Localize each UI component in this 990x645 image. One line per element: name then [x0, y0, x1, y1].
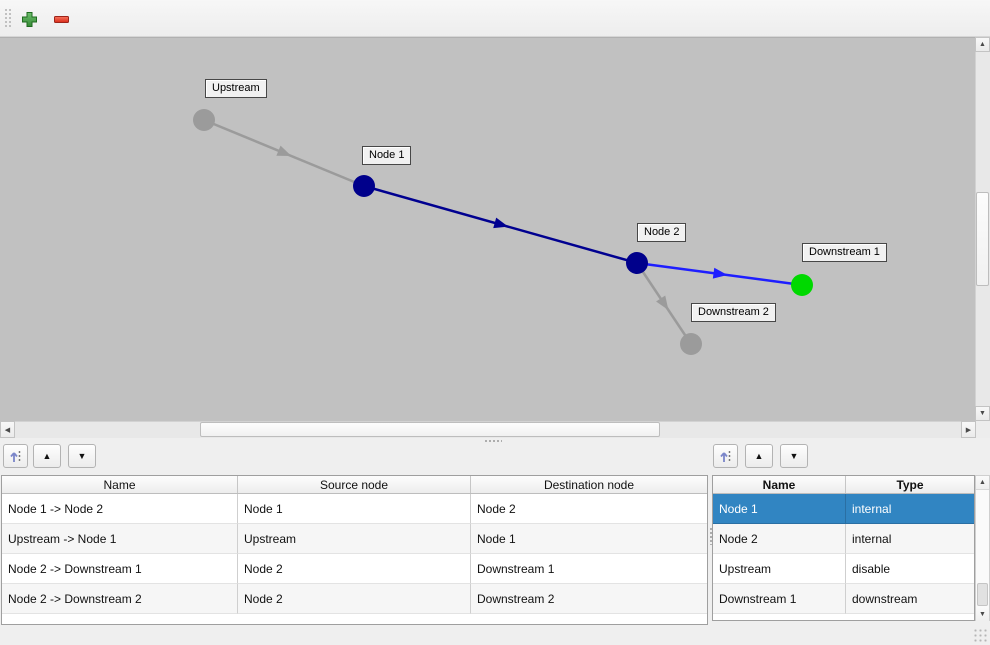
table-cell: Downstream 1 — [471, 554, 707, 584]
edge-arrow-icon — [656, 295, 669, 311]
column-header[interactable]: Name — [713, 476, 846, 493]
hscroll-thumb[interactable] — [200, 422, 660, 437]
table-cell: Node 2 -> Downstream 2 — [2, 584, 238, 614]
graph-svg — [193, 109, 813, 355]
node-move-up-button[interactable]: ▲ — [745, 444, 773, 468]
table-cell: Upstream -> Node 1 — [2, 524, 238, 554]
table-cell: Upstream — [713, 554, 846, 584]
column-header[interactable]: Destination node — [543, 477, 635, 492]
window-resize-grip[interactable] — [974, 629, 988, 643]
graph-node[interactable] — [680, 333, 702, 355]
toolbar-grip[interactable] — [4, 8, 12, 29]
sort-ascending-icon — [719, 450, 730, 462]
graph-node[interactable] — [353, 175, 375, 197]
table-header-row: Name Type — [713, 476, 974, 494]
plus-icon — [21, 11, 37, 27]
table-cell: Downstream 1 — [713, 584, 846, 614]
scrollbar-corner — [976, 421, 990, 438]
column-header[interactable]: Type — [896, 477, 924, 492]
table-cell: Upstream — [238, 524, 471, 554]
table-cell: internal — [846, 494, 974, 524]
table-cell: Node 1 — [238, 494, 471, 524]
nodes-scroll-down-button[interactable]: ▼ — [976, 607, 989, 621]
table-cell: internal — [846, 524, 974, 554]
nodes-scroll-thumb[interactable] — [977, 583, 988, 606]
column-header[interactable]: Name — [2, 476, 238, 493]
table-cell: Node 1 — [471, 524, 707, 554]
edge-move-down-button[interactable]: ▼ — [68, 444, 96, 468]
node-label[interactable]: Downstream 2 — [691, 303, 776, 322]
node-sort-button[interactable] — [713, 444, 738, 468]
vscroll-thumb[interactable] — [976, 192, 989, 286]
node-move-down-button[interactable]: ▼ — [780, 444, 808, 468]
edge-move-up-button[interactable]: ▲ — [33, 444, 61, 468]
hscroll-right-button[interactable]: ▶ — [961, 421, 976, 438]
table-cell: Node 2 -> Downstream 1 — [2, 554, 238, 584]
main-toolbar — [0, 0, 990, 37]
edge-arrow-icon — [276, 145, 292, 157]
remove-node-button[interactable] — [50, 8, 72, 30]
hscroll-left-button[interactable]: ◀ — [0, 421, 15, 438]
graph-node[interactable] — [193, 109, 215, 131]
minus-icon — [53, 15, 69, 23]
vscroll-up-button[interactable]: ▲ — [975, 37, 990, 52]
edge-arrow-icon — [493, 217, 509, 229]
nodes-table-scrollbar: ▲ ▼ — [975, 475, 990, 621]
table-cell: Node 2 — [238, 554, 471, 584]
add-node-button[interactable] — [18, 8, 40, 30]
graph-node[interactable] — [626, 252, 648, 274]
table-cell: Downstream 2 — [471, 584, 707, 614]
horizontal-splitter[interactable] — [0, 438, 990, 442]
node-label[interactable]: Node 1 — [362, 146, 412, 165]
table-cell: Node 2 — [238, 584, 471, 614]
edge-arrow-icon — [712, 267, 728, 279]
vscroll-down-button[interactable]: ▼ — [975, 406, 990, 421]
table-cell: downstream — [846, 584, 974, 614]
table-cell: disable — [846, 554, 974, 584]
column-header[interactable]: Source node — [238, 476, 471, 493]
splitter-handle — [484, 439, 502, 442]
table-cell: Node 2 — [713, 524, 846, 554]
table-cell: Node 1 — [713, 494, 846, 524]
splitter-handle — [709, 527, 712, 545]
table-cell: Node 1 -> Node 2 — [2, 494, 238, 524]
vertical-splitter[interactable] — [709, 442, 712, 627]
graph-node[interactable] — [791, 274, 813, 296]
nodes-scroll-up-button[interactable]: ▲ — [976, 476, 989, 490]
node-label[interactable]: Node 2 — [637, 223, 687, 242]
table-cell: Node 2 — [471, 494, 707, 524]
node-label[interactable]: Downstream 1 — [802, 243, 887, 262]
node-label[interactable]: Upstream — [205, 79, 267, 98]
sort-ascending-icon — [9, 450, 20, 462]
edge-sort-button[interactable] — [3, 444, 28, 468]
